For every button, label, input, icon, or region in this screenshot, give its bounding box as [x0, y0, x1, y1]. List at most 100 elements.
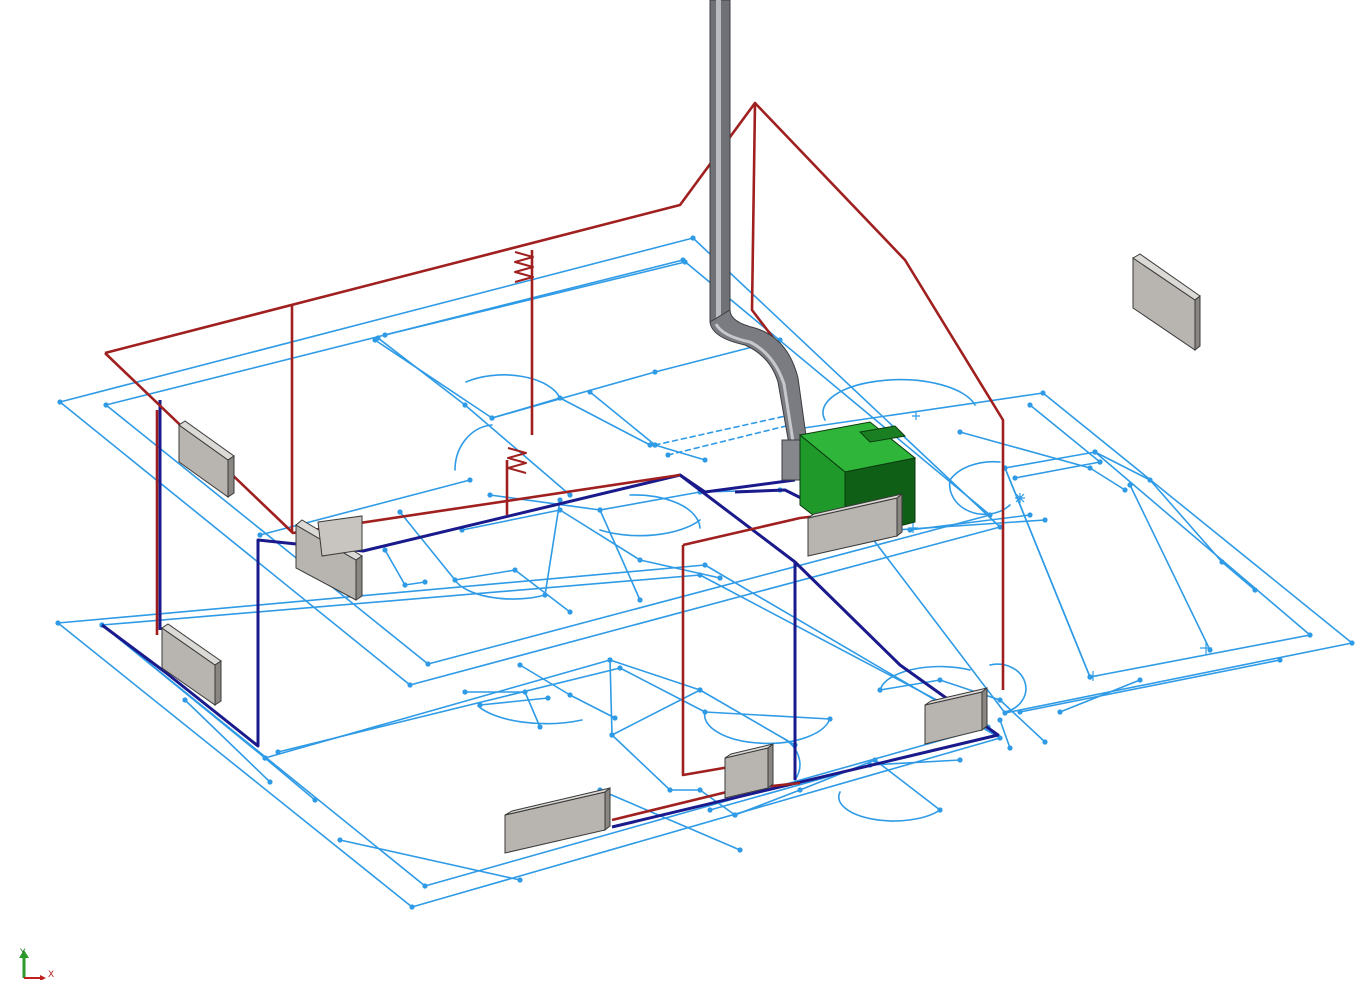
sketch-point[interactable]: [182, 697, 188, 703]
sketch-point[interactable]: [697, 687, 703, 693]
radiator-icon[interactable]: [1132, 253, 1201, 352]
sketch-point[interactable]: [557, 395, 563, 401]
sketch-point[interactable]: [707, 807, 713, 813]
sketch-point[interactable]: [1042, 517, 1048, 523]
lower-floor-plan-sketch[interactable]: [57, 564, 1046, 908]
sketch-point[interactable]: [617, 665, 623, 671]
sketch-point[interactable]: [957, 429, 963, 435]
sketch-point[interactable]: [262, 755, 268, 761]
sketch-point[interactable]: [1127, 482, 1133, 488]
sketch-point[interactable]: [732, 812, 738, 818]
radiator-icon[interactable]: [807, 492, 903, 557]
sketch-point[interactable]: [1017, 709, 1023, 715]
sketch-point[interactable]: [517, 662, 523, 668]
sketch-point[interactable]: [997, 697, 1003, 703]
sketch-point[interactable]: [997, 717, 1003, 723]
sketch-point[interactable]: [557, 497, 563, 503]
sketch-point[interactable]: [1087, 465, 1093, 471]
sketch-point[interactable]: [702, 457, 708, 463]
sketch-point[interactable]: [477, 702, 483, 708]
sketch-point[interactable]: [587, 389, 593, 395]
radiator-icon[interactable]: [504, 786, 611, 854]
sketch-point[interactable]: [487, 492, 493, 498]
sketch-point[interactable]: [872, 757, 878, 763]
sketch-point[interactable]: [1349, 640, 1355, 646]
sketch-point[interactable]: [797, 787, 803, 793]
radiator-icon[interactable]: [724, 742, 774, 799]
sketch-point[interactable]: [997, 524, 1003, 530]
sketch-point[interactable]: [1219, 559, 1225, 565]
sketch-point[interactable]: [877, 687, 883, 693]
sketch-point[interactable]: [275, 749, 281, 755]
sketch-point[interactable]: [667, 787, 673, 793]
sketch-point[interactable]: [1097, 459, 1103, 465]
sketch-point[interactable]: [1137, 677, 1143, 683]
sketch-point[interactable]: [682, 259, 688, 265]
sketch-point[interactable]: [407, 682, 413, 688]
sketch-point[interactable]: [702, 709, 708, 715]
sketch-point[interactable]: [937, 677, 943, 683]
sketch-point[interactable]: [1042, 739, 1048, 745]
sketch-point[interactable]: [425, 661, 431, 667]
sketch-point[interactable]: [1087, 674, 1093, 680]
sketch-point[interactable]: [1092, 449, 1098, 455]
sketch-point[interactable]: [702, 562, 708, 568]
sketch-point[interactable]: [647, 442, 653, 448]
sketch-point[interactable]: [997, 735, 1003, 741]
sketch-point[interactable]: [567, 692, 573, 698]
sketch-point[interactable]: [637, 557, 643, 563]
sketch-point[interactable]: [697, 572, 703, 578]
sketch-point[interactable]: [337, 837, 343, 843]
sketch-point[interactable]: [690, 235, 696, 241]
sketch-point[interactable]: [57, 399, 63, 405]
radiator-icon[interactable]: [924, 686, 988, 745]
sketch-point[interactable]: [557, 507, 563, 513]
sketch-point[interactable]: [652, 442, 658, 448]
sketch-point[interactable]: [397, 509, 403, 515]
sketch-point[interactable]: [545, 695, 551, 701]
sketch-point[interactable]: [312, 797, 318, 803]
sketch-point[interactable]: [665, 452, 671, 458]
sketch-point[interactable]: [1122, 487, 1128, 493]
sketch-point[interactable]: [717, 575, 723, 581]
sketch-point[interactable]: [937, 807, 943, 813]
sketch-point[interactable]: [462, 689, 468, 695]
sketch-point[interactable]: [637, 597, 643, 603]
sketch-point[interactable]: [409, 904, 415, 910]
sketch-point[interactable]: [1027, 512, 1033, 518]
sketch-point[interactable]: [1147, 477, 1153, 483]
sketch-point[interactable]: [402, 582, 408, 588]
sketch-point[interactable]: [697, 787, 703, 793]
radiator-icon[interactable]: [161, 623, 222, 706]
sketch-point[interactable]: [537, 724, 543, 730]
sketch-point[interactable]: [422, 579, 428, 585]
sketch-point[interactable]: [1027, 402, 1033, 408]
sketch-point[interactable]: [257, 532, 263, 538]
sketch-point[interactable]: [567, 609, 573, 615]
sketch-point[interactable]: [55, 620, 61, 626]
sketch-point[interactable]: [652, 369, 658, 375]
sketch-point[interactable]: [522, 689, 528, 695]
sketch-point[interactable]: [452, 577, 458, 583]
sketch-point[interactable]: [462, 402, 468, 408]
sketch-point[interactable]: [609, 732, 615, 738]
sketch-point[interactable]: [597, 507, 603, 513]
sketch-point[interactable]: [612, 715, 618, 721]
sketch-point[interactable]: [489, 415, 495, 421]
sketch-point[interactable]: [957, 757, 963, 763]
sketch-point[interactable]: [1007, 745, 1013, 751]
sketch-point[interactable]: [1040, 390, 1046, 396]
sketch-point[interactable]: [467, 477, 473, 483]
sketch-point[interactable]: [1057, 709, 1063, 715]
sketch-point[interactable]: [1252, 587, 1258, 593]
sketch-point[interactable]: [827, 716, 833, 722]
sketch-point[interactable]: [517, 877, 523, 883]
sketch-point[interactable]: [987, 512, 993, 518]
sketch-point[interactable]: [103, 402, 109, 408]
sketch-point[interactable]: [1307, 632, 1313, 638]
sketch-point[interactable]: [607, 657, 613, 663]
sketch-point[interactable]: [382, 332, 388, 338]
sketch-point[interactable]: [382, 547, 388, 553]
